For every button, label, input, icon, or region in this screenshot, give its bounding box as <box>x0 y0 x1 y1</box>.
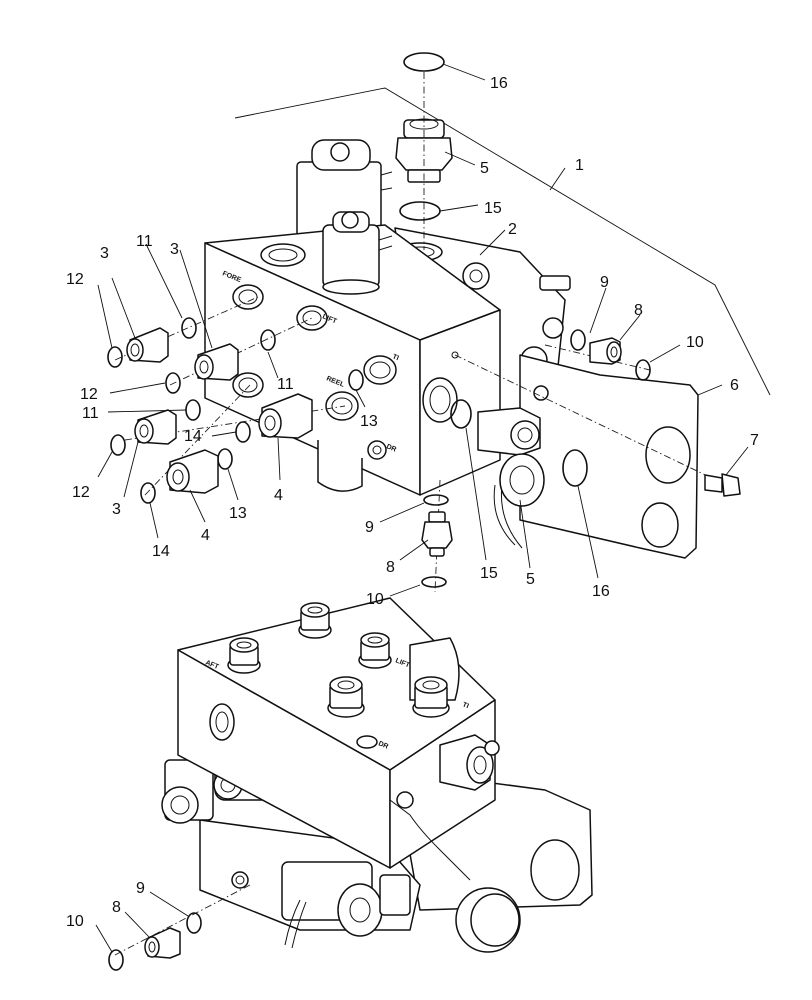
top-port-fitting-aft <box>227 637 261 674</box>
callout-10-right: 10 <box>686 334 704 351</box>
callout-9-right: 9 <box>600 274 609 291</box>
o-ring-14-a <box>235 421 251 443</box>
fitting-4-a <box>258 393 313 439</box>
callout-numbers: 16 5 1 15 2 9 8 10 6 7 3 11 3 12 11 12 1… <box>66 75 759 930</box>
lower-bracket-fitting <box>499 453 545 507</box>
o-ring-9-center <box>423 494 449 506</box>
o-ring-10-center <box>421 576 447 588</box>
callout-13-b: 13 <box>360 413 378 430</box>
o-ring-12-a <box>107 346 123 368</box>
callout-9-bottom: 9 <box>136 880 145 897</box>
o-ring-10-right <box>635 359 651 381</box>
o-ring-9-right <box>570 329 586 351</box>
o-ring-15-side <box>450 399 472 429</box>
o-ring-10-bottom <box>108 949 124 971</box>
fitting-8-right <box>589 337 622 365</box>
callout-8-right: 8 <box>634 302 643 319</box>
callout-4-a: 4 <box>201 527 210 544</box>
o-ring-9-bottom <box>186 912 202 934</box>
assembly-bracket <box>234 87 771 396</box>
port-label-ti-bottom: TI <box>461 701 469 710</box>
port-label-dr-bottom: DR <box>377 740 389 750</box>
callout-11-b: 11 <box>277 376 294 393</box>
leader-lines <box>95 63 749 953</box>
callout-16-top: 16 <box>490 75 508 92</box>
o-ring-16-top <box>403 52 445 72</box>
o-ring-12-b <box>165 372 181 394</box>
callout-14-a: 14 <box>184 428 202 445</box>
callout-9-center: 9 <box>365 519 374 536</box>
callout-12-b: 12 <box>80 386 98 403</box>
bottom-port-nut <box>231 871 249 889</box>
port-label-dr: DR <box>385 443 397 453</box>
callout-16-side: 16 <box>592 583 610 600</box>
callout-11-a: 11 <box>136 233 153 250</box>
side-fitting <box>477 407 541 456</box>
end-face-fitting <box>439 734 494 791</box>
o-ring-16-side <box>562 449 588 487</box>
fitting-8-center <box>421 511 453 557</box>
callout-5-side: 5 <box>526 571 535 588</box>
top-port-fitting-1 <box>298 602 332 639</box>
top-port-fitting-lift <box>358 632 392 669</box>
o-ring-11-b <box>260 329 276 351</box>
assembled-valve-view: AFT LIFT TI DR <box>161 597 593 953</box>
callout-13-a: 13 <box>229 505 247 522</box>
top-port-fitting-ti <box>412 676 450 718</box>
callout-10-bottom: 10 <box>66 913 84 930</box>
callout-2: 2 <box>508 221 517 238</box>
o-ring-11-a <box>181 317 197 339</box>
callout-3-b: 3 <box>170 241 179 258</box>
callout-12-c: 12 <box>72 484 90 501</box>
callout-15-side: 15 <box>480 565 498 582</box>
o-ring-13-a <box>217 448 233 470</box>
callout-8-center: 8 <box>386 559 395 576</box>
fitting-3-b <box>194 343 239 381</box>
top-port-fitting-reel <box>327 676 365 718</box>
front-solenoid-coil <box>322 211 393 295</box>
callout-6: 6 <box>730 377 739 394</box>
callout-10-center: 10 <box>366 591 384 608</box>
callout-4-b: 4 <box>274 487 283 504</box>
callout-3-a: 3 <box>100 245 109 262</box>
port-label-aft-bottom: AFT <box>204 659 220 671</box>
fitting-3-c <box>134 409 177 445</box>
fitting-8-bottom <box>144 927 181 959</box>
callout-15-top: 15 <box>484 200 502 217</box>
o-ring-14-b <box>140 482 156 504</box>
mounting-bracket <box>519 354 699 559</box>
o-ring-11-c <box>185 399 201 421</box>
callout-7: 7 <box>750 432 759 449</box>
fitting-3-a <box>126 327 169 363</box>
callout-5-top: 5 <box>480 160 489 177</box>
callout-14-b: 14 <box>152 543 170 560</box>
port-label-ti: TI <box>391 353 399 362</box>
bolt-7 <box>704 473 741 497</box>
callout-8-bottom: 8 <box>112 899 121 916</box>
o-ring-15-top <box>399 201 441 221</box>
main-valve-block: FORE LIFT REEL TI DR <box>204 224 501 496</box>
callout-12-a: 12 <box>66 271 84 288</box>
callout-1: 1 <box>575 157 584 174</box>
callout-11-c: 11 <box>82 405 99 422</box>
callout-3-c: 3 <box>112 501 121 518</box>
o-ring-12-c <box>110 434 126 456</box>
fitting-4-b <box>166 449 219 494</box>
